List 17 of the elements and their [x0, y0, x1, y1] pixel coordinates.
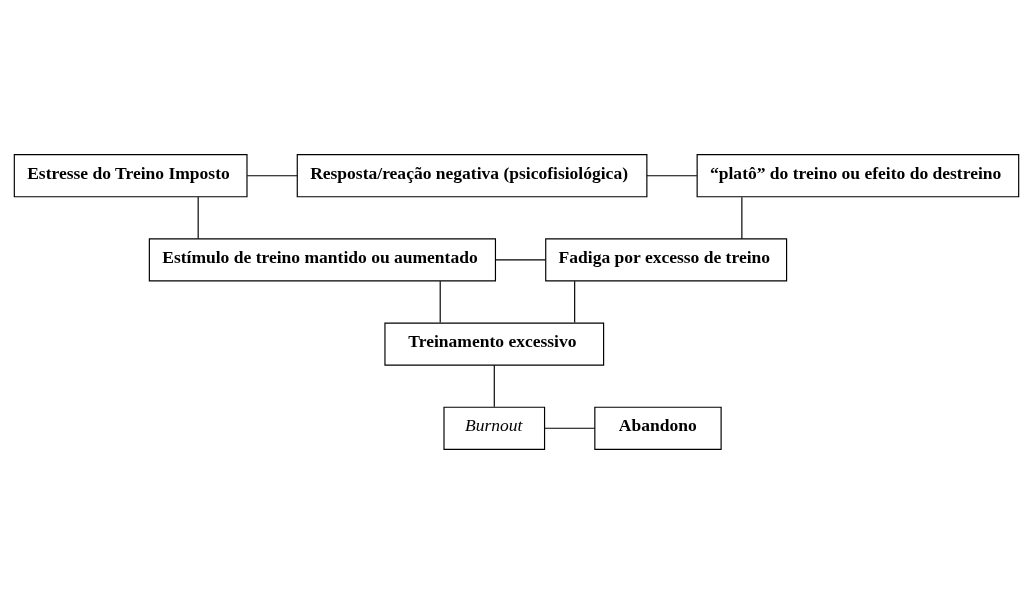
connector	[197, 196, 199, 239]
connector	[495, 259, 547, 261]
node-box: Abandono	[594, 406, 722, 450]
connector	[246, 175, 298, 177]
node-box: Estímulo de treino mantido ou aumentado	[148, 238, 497, 282]
connector	[544, 427, 596, 429]
node-box: Burnout	[443, 406, 546, 450]
node-box: Estresse do Treino Imposto	[13, 154, 248, 198]
node-box: Fadiga por excesso de treino	[545, 238, 788, 282]
connector	[741, 196, 743, 240]
node-box: Resposta/reação negativa (psicofisiológica)	[296, 154, 648, 198]
connector	[493, 364, 495, 408]
connector	[574, 280, 576, 324]
connector	[439, 280, 441, 324]
connector	[646, 175, 698, 177]
node-box: Treinamento excessivo	[384, 322, 605, 366]
node-box: “platô” do treino ou efeito do destreino	[696, 154, 1020, 198]
